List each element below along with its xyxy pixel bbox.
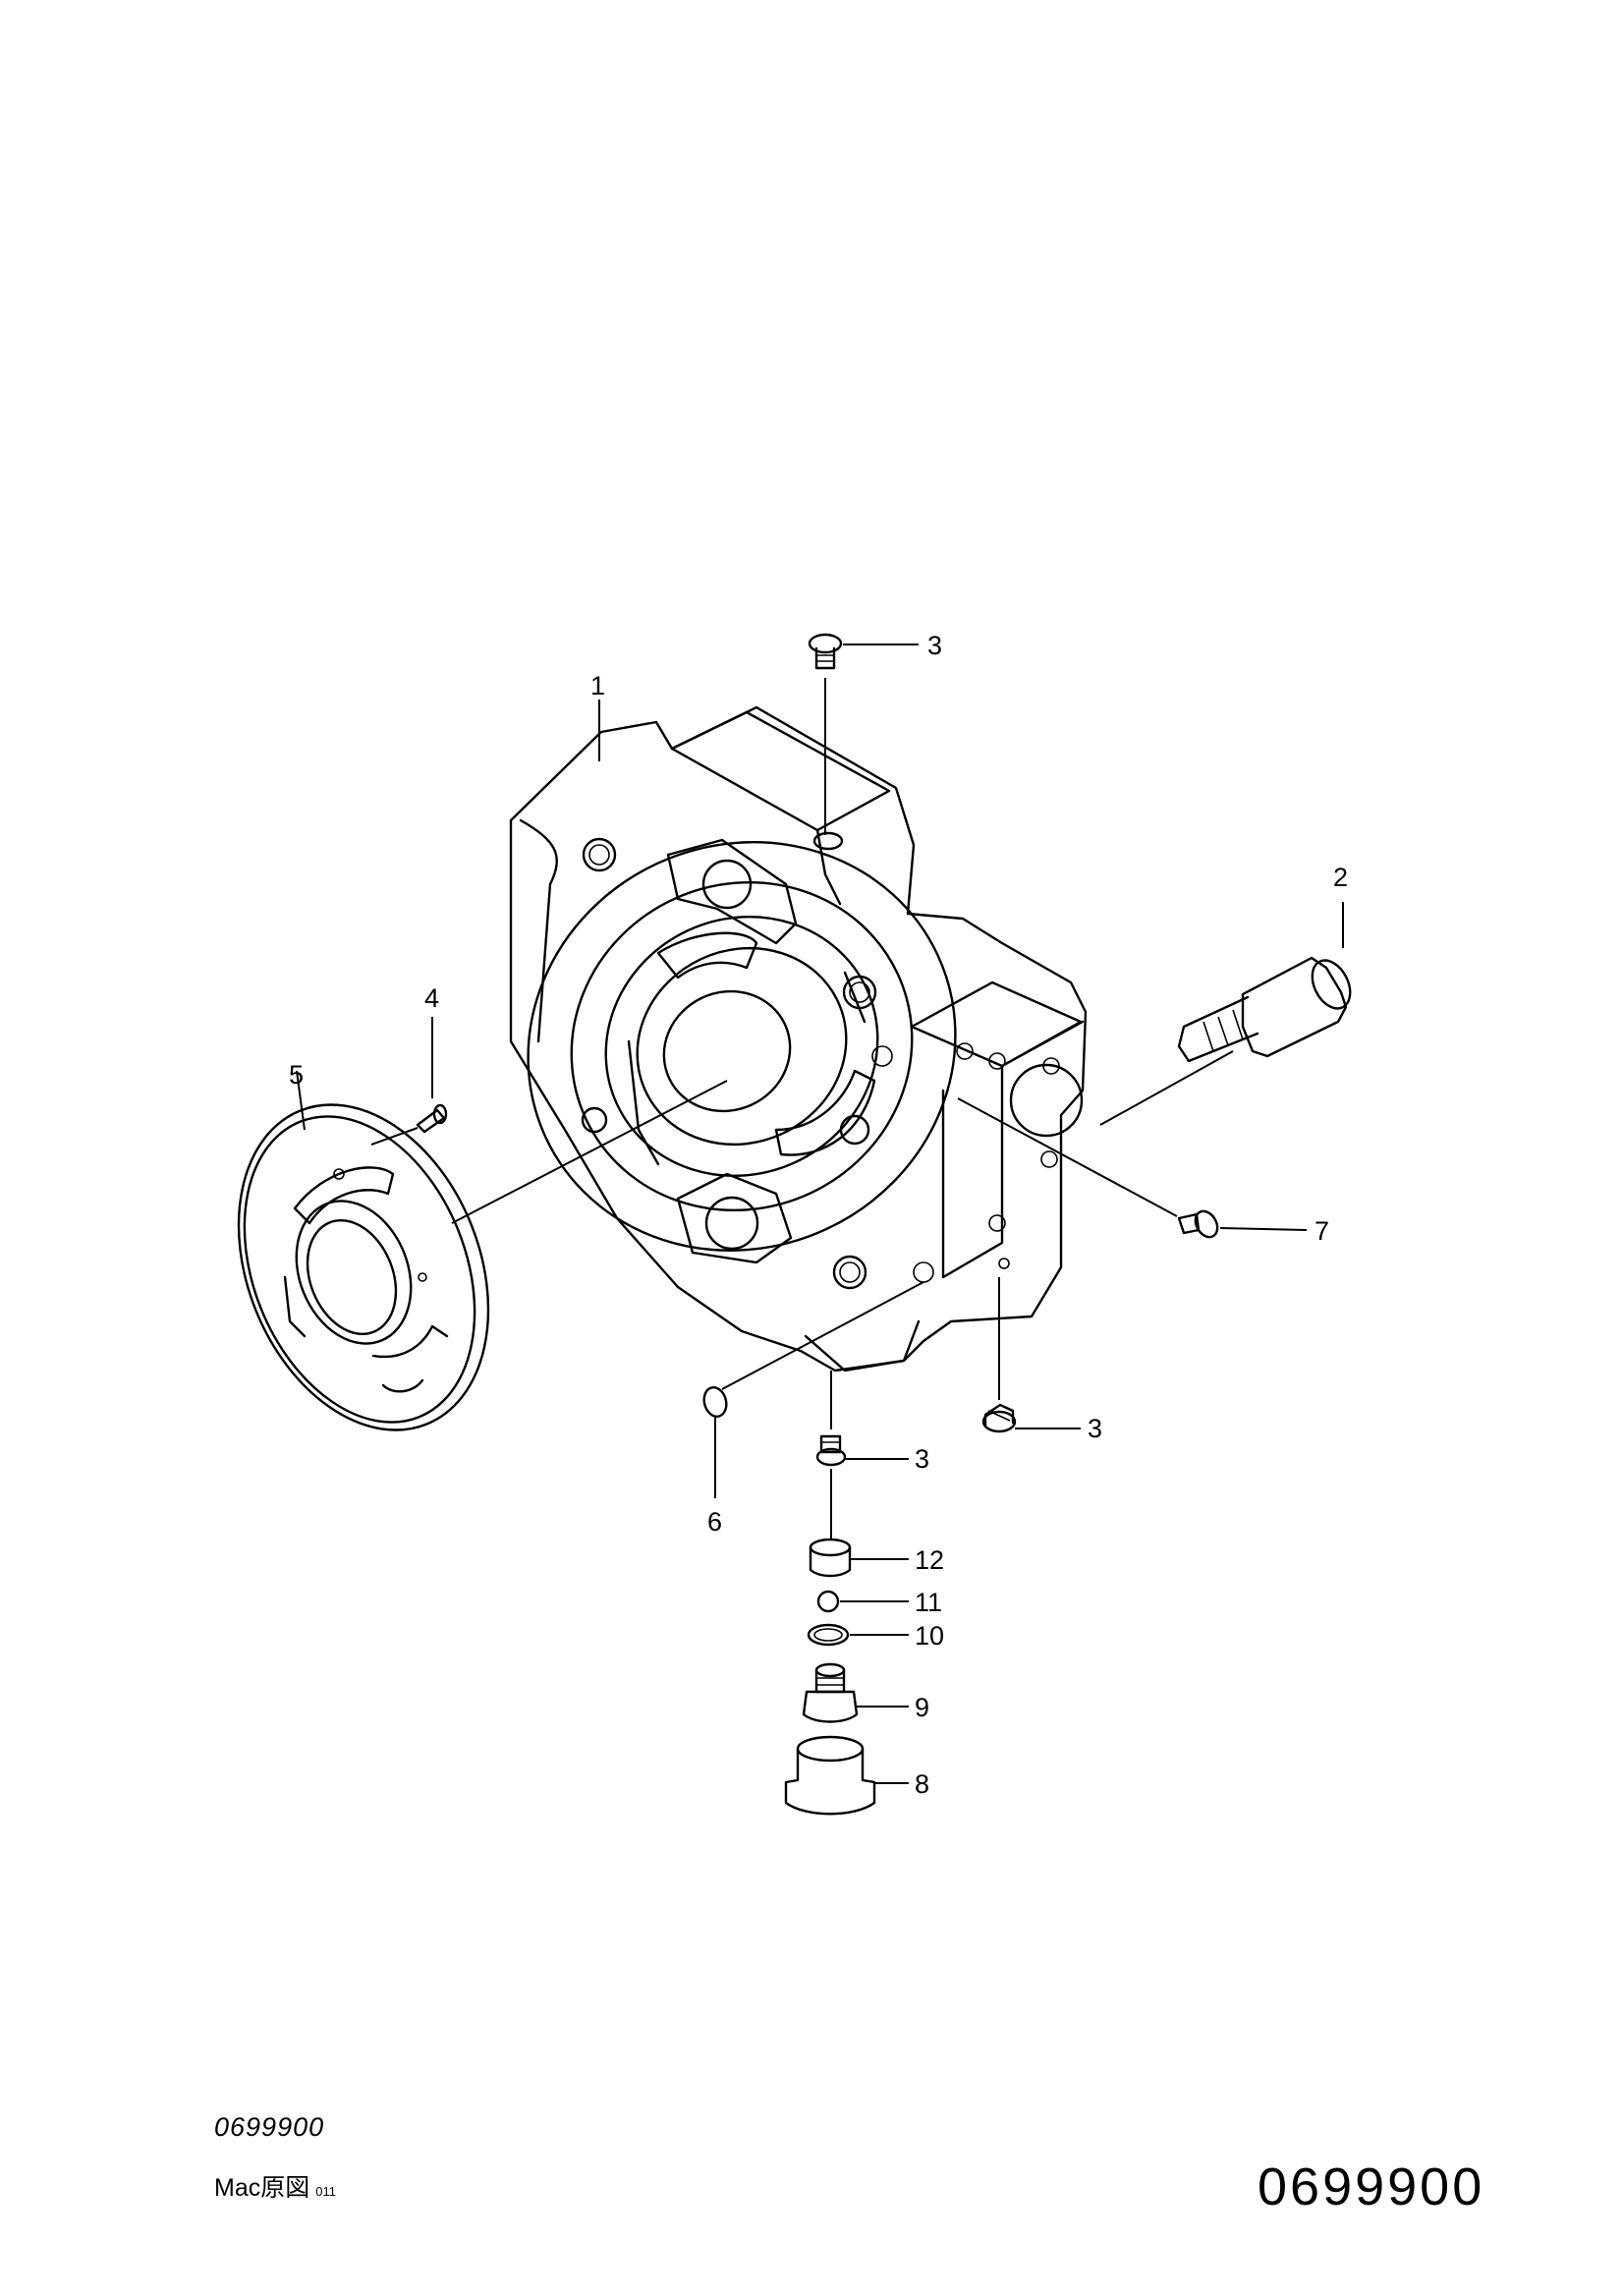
part-1-housing xyxy=(509,705,1088,1372)
callout-3-top: 3 xyxy=(927,631,942,660)
callout-10: 10 xyxy=(915,1621,944,1651)
part-12-sleeve xyxy=(809,1538,852,1578)
revision-number: 011 xyxy=(315,2184,336,2199)
callout-3-right: 3 xyxy=(1088,1414,1102,1443)
part-3-plug-bottom-right xyxy=(981,1403,1017,1433)
leader-lines xyxy=(296,644,1344,1784)
part-7-plug xyxy=(1177,1209,1219,1239)
part-4-pin xyxy=(416,1103,448,1134)
callout-4: 4 xyxy=(424,983,439,1013)
callout-9: 9 xyxy=(915,1693,929,1722)
figure-number: 0699900 xyxy=(1258,2157,1485,2216)
part-3-plug-bottom xyxy=(815,1434,847,1467)
callout-2: 2 xyxy=(1333,863,1348,892)
callout-3-bottom: 3 xyxy=(915,1444,929,1474)
part-10-seal-ring xyxy=(807,1623,850,1647)
part-9-fitting xyxy=(802,1662,859,1723)
callout-7: 7 xyxy=(1314,1216,1329,1246)
callout-labels: 1 2 3 3 3 4 5 6 7 8 9 10 11 12 xyxy=(289,631,1348,1799)
callout-6: 6 xyxy=(707,1507,722,1537)
source-note: Mac原図 011 xyxy=(214,2168,336,2204)
part-6-o-ring xyxy=(702,1386,728,1418)
part-5-valve-plate xyxy=(237,1103,490,1431)
part-11-ball xyxy=(816,1590,840,1613)
part-3-plug-top xyxy=(808,633,843,670)
callout-8: 8 xyxy=(915,1769,929,1799)
callout-1: 1 xyxy=(590,671,605,700)
callout-12: 12 xyxy=(915,1545,944,1575)
part-2-bolt xyxy=(1177,956,1352,1063)
callout-11: 11 xyxy=(915,1588,942,1617)
figure-code-label: 0699900 xyxy=(214,2112,325,2142)
part-8-plug-cap xyxy=(784,1735,876,1816)
source-note-text: Mac原図 xyxy=(214,2174,310,2202)
callout-5: 5 xyxy=(289,1060,304,1090)
